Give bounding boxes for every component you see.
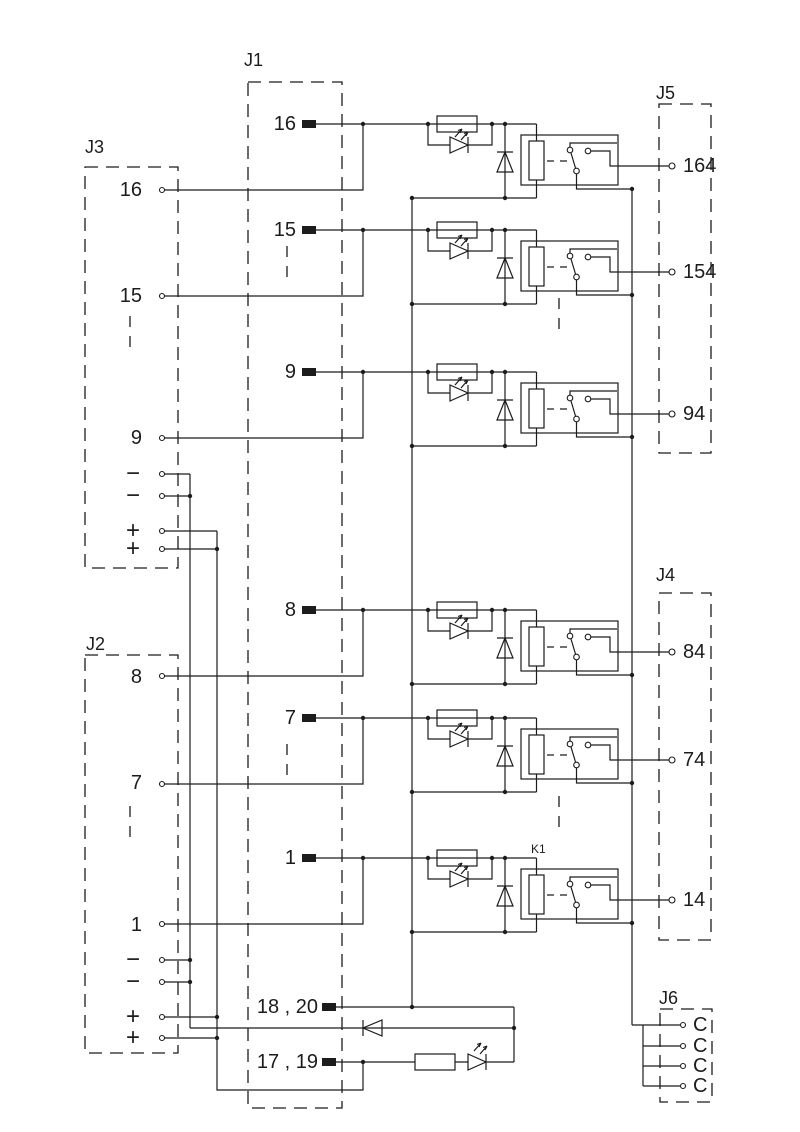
j2-pin-1: 1 — [130, 914, 142, 936]
j5-pin-94: 94 — [683, 403, 706, 425]
j1-pin-17-19: 17 , 19 — [256, 1051, 318, 1073]
j6-outline — [659, 1008, 713, 1103]
relay-k1-label: K1 — [531, 842, 546, 856]
j3-pin-minus-1: − — [125, 460, 140, 487]
j2-pin-8: 8 — [130, 666, 142, 688]
j5-pin-154: 154 — [683, 261, 717, 283]
bus-coil-return — [409, 198, 415, 1010]
continuation-marks — [129, 246, 560, 844]
j6-label: J6 — [659, 988, 679, 1008]
j1-pin-18-20: 18 , 20 — [256, 996, 318, 1018]
j3-pin-15: 15 — [119, 285, 142, 307]
reverse-protection-diode — [190, 1019, 514, 1037]
j3-pin-minus-2: − — [125, 482, 140, 509]
j2-supply-pins — [158, 956, 220, 1042]
j6-common-wiring — [632, 1021, 687, 1090]
j6-pin-c4: C — [693, 1075, 708, 1097]
j4-label: J4 — [656, 565, 676, 585]
connector-outlines — [84, 81, 713, 1109]
j3-outline — [84, 166, 179, 569]
j3-pin-plus-2: + — [125, 535, 140, 562]
j5-pin-164: 164 — [683, 155, 717, 177]
j1-label: J1 — [244, 50, 264, 70]
j6-pin-c2: C — [693, 1035, 708, 1057]
j1-pin-9: 9 — [284, 361, 296, 383]
j2-pin-7: 7 — [130, 772, 142, 794]
j6-pin-c3: C — [693, 1055, 708, 1077]
j2-label: J2 — [86, 634, 106, 654]
j3-pin-16: 16 — [119, 179, 142, 201]
j4-pin-84: 84 — [683, 641, 706, 663]
j4-pin-74: 74 — [683, 749, 706, 771]
power-input-section — [190, 1003, 517, 1071]
j2-pin-plus-1: + — [125, 1003, 140, 1030]
j2-outline — [84, 654, 179, 1054]
j6-pin-c1: C — [693, 1014, 708, 1036]
j3-pin-9: 9 — [130, 427, 142, 449]
j1-pin-1: 1 — [284, 847, 296, 869]
j3-supply-pins — [158, 470, 220, 553]
j5-label: J5 — [656, 83, 676, 103]
j1-pin-7: 7 — [284, 707, 296, 729]
j4-pin-14: 14 — [683, 889, 706, 911]
j3-label: J3 — [85, 137, 105, 157]
j4-outline — [658, 592, 712, 941]
bus-plus — [216, 531, 364, 1091]
j5-outline — [658, 103, 712, 454]
j2-pin-minus-2: − — [125, 968, 140, 995]
j3-pin-plus-1: + — [125, 517, 140, 544]
j1-outline — [247, 81, 343, 1109]
power-led-resistor — [414, 1053, 456, 1071]
power-led — [467, 1042, 488, 1071]
j1-pin-8: 8 — [284, 599, 296, 621]
j1-pin-15: 15 — [273, 219, 296, 241]
j2-pin-plus-2: + — [125, 1024, 140, 1051]
j1-pin-16: 16 — [273, 113, 296, 135]
j2-pin-minus-1: − — [125, 946, 140, 973]
